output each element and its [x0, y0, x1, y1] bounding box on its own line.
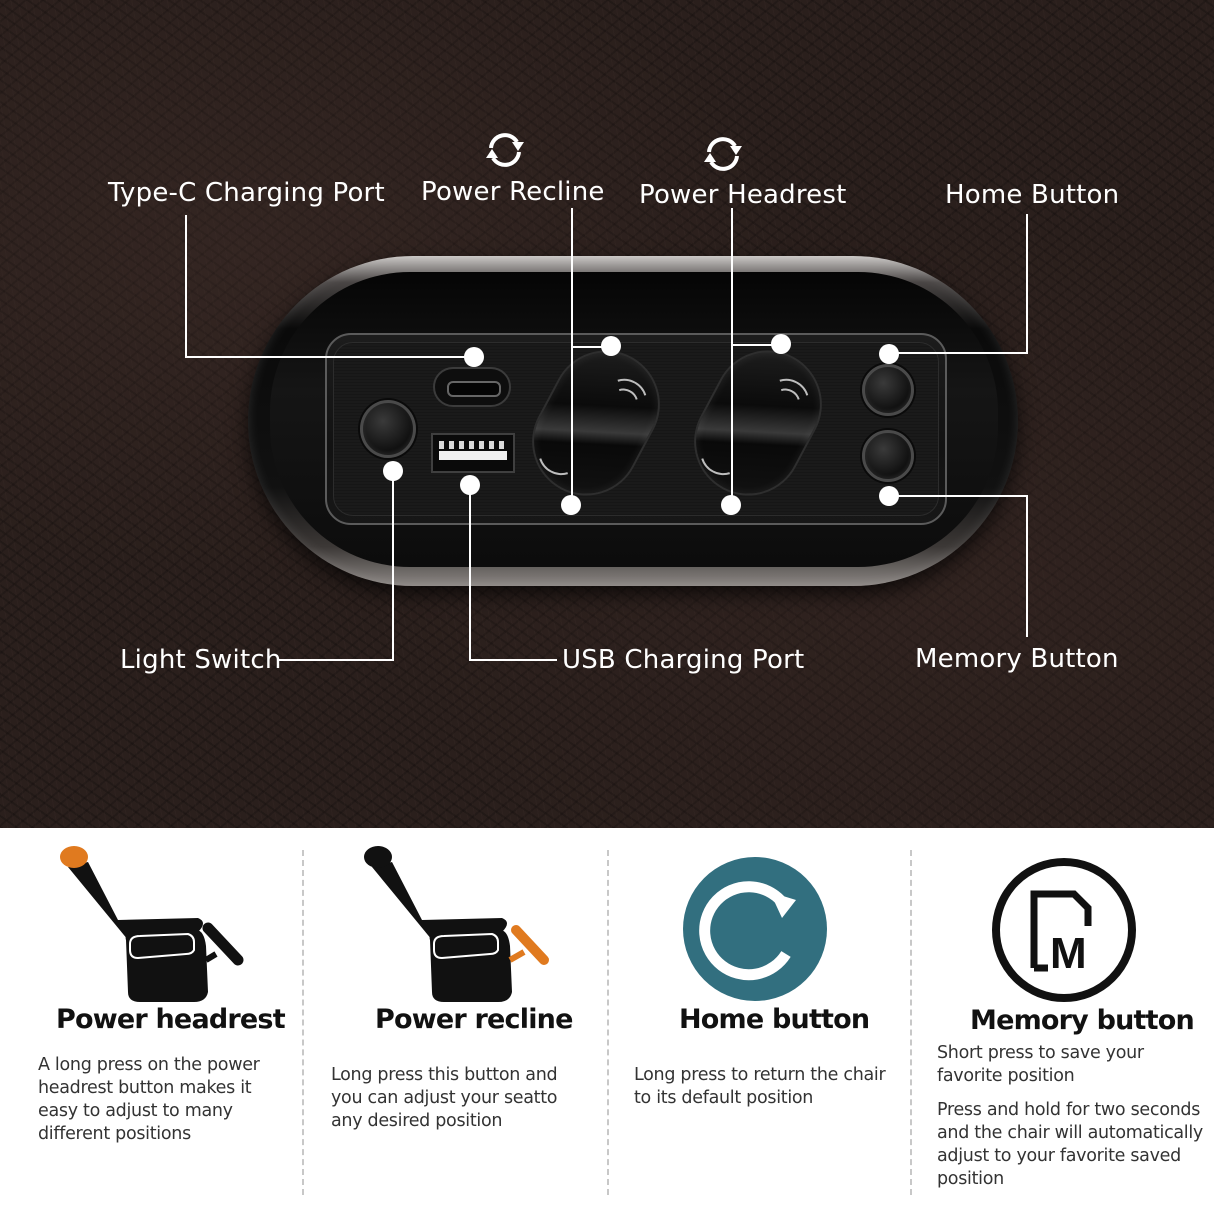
callout-line-type-c — [185, 356, 475, 358]
callout-dot-type-c — [464, 347, 484, 367]
feature-card-power-recline: Power recline Long press this button and… — [304, 828, 607, 1214]
column-divider — [302, 850, 304, 1195]
callout-dot-power-recline-bottom — [561, 495, 581, 515]
callout-line-memory-button — [889, 495, 1028, 497]
callout-line-power-headrest — [731, 208, 733, 506]
recliner-footrest-icon — [364, 846, 549, 1002]
recliner-headrest-icon — [60, 846, 244, 1002]
label-usb-charging-port: USB Charging Port — [562, 645, 805, 675]
rotate-arrows-icon — [486, 133, 524, 167]
callout-line-light-switch — [392, 471, 394, 661]
light-switch-button[interactable] — [360, 400, 416, 458]
feature-card-memory-button: M Memory button Short press to save your… — [912, 828, 1214, 1214]
feature-description: Long press this button and you can adjus… — [331, 1065, 558, 1131]
memory-button[interactable] — [862, 430, 914, 482]
memory-m-icon: M — [992, 858, 1136, 1002]
feature-descriptions: Power headrest A long press on the power… — [0, 828, 1214, 1214]
callout-dot-power-recline-top — [601, 336, 621, 356]
callout-dot-power-headrest-top — [771, 334, 791, 354]
label-home-button: Home Button — [945, 180, 1120, 210]
control-panel-hero: Type-C Charging Port Power Recline Power… — [0, 0, 1214, 828]
callout-dot-memory-button — [879, 486, 899, 506]
callout-line-home-button — [1026, 214, 1028, 354]
callout-line-home-button — [889, 352, 1028, 354]
label-light-switch: Light Switch — [120, 645, 282, 675]
label-memory-button: Memory Button — [915, 644, 1119, 674]
feature-title: Memory button — [970, 1005, 1195, 1036]
callout-line-light-switch — [278, 659, 394, 661]
feature-description: A long press on the power headrest butto… — [38, 1055, 260, 1144]
label-power-headrest: Power Headrest — [639, 180, 847, 210]
column-divider — [607, 850, 609, 1195]
feature-title: Power headrest — [56, 1004, 286, 1035]
feature-card-home-button: Home button Long press to return the cha… — [609, 828, 910, 1214]
callout-line-power-recline — [571, 346, 611, 348]
feature-description: Long press to return the chair to its de… — [634, 1065, 886, 1108]
callout-line-usb-port — [469, 659, 557, 661]
callout-line-usb-port — [469, 485, 471, 661]
label-power-recline: Power Recline — [421, 177, 605, 207]
label-type-c-charging-port: Type-C Charging Port — [108, 178, 385, 208]
feature-description-detail: Press and hold for two seconds and the c… — [937, 1100, 1203, 1189]
type-c-port[interactable] — [433, 367, 511, 407]
callout-line-power-recline — [571, 208, 573, 506]
rotate-arrows-icon — [704, 137, 742, 171]
callout-dot-power-headrest-bottom — [721, 495, 741, 515]
column-divider — [910, 850, 912, 1195]
feature-description: Short press to save your favorite positi… — [937, 1043, 1144, 1086]
svg-text:M: M — [1050, 929, 1087, 978]
usb-charging-port[interactable] — [431, 433, 515, 473]
feature-title: Power recline — [375, 1004, 573, 1035]
callout-line-power-headrest — [731, 344, 781, 346]
callout-line-memory-button — [1026, 495, 1028, 637]
callout-dot-home-button — [879, 344, 899, 364]
feature-card-power-headrest: Power headrest A long press on the power… — [0, 828, 302, 1214]
callout-line-type-c — [185, 215, 187, 357]
home-button[interactable] — [862, 364, 914, 416]
feature-title: Home button — [679, 1004, 870, 1035]
home-return-icon — [683, 857, 827, 1001]
